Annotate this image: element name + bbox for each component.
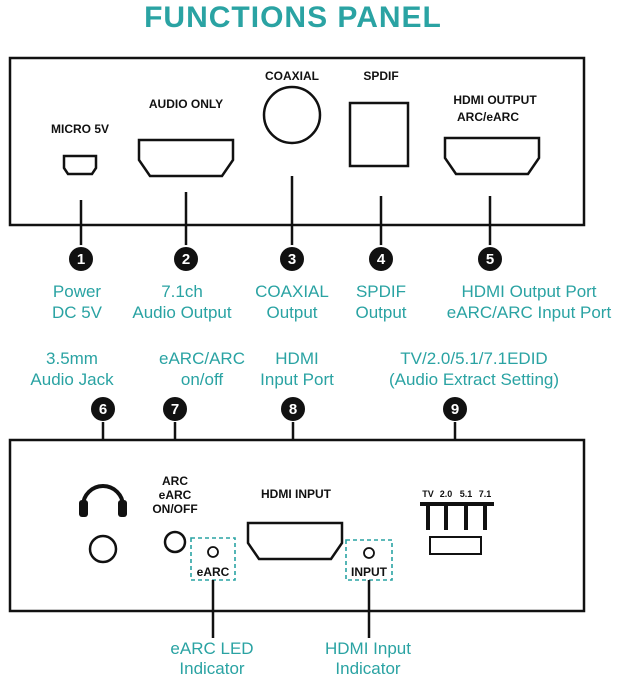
- audio-jack-3-5mm: [88, 534, 118, 564]
- callout-4-line2: Output: [355, 303, 406, 322]
- callout-8-line1: HDMI: [275, 349, 318, 368]
- svg-text:4: 4: [377, 251, 386, 268]
- earc-led-indicator-line1: eARC LED: [170, 639, 253, 658]
- coaxial-jack: [262, 85, 322, 145]
- svg-text:1: 1: [77, 251, 85, 268]
- svg-text:3: 3: [288, 251, 296, 268]
- hdmi-output-label: HDMI OUTPUT: [453, 93, 537, 107]
- callout-8-line2: Input Port: [260, 370, 334, 389]
- earc-led-indicator-line2: Indicator: [179, 659, 245, 677]
- callout-2-line2: Audio Output: [132, 303, 232, 322]
- callout-9-line1: TV/2.0/5.1/7.1EDID: [400, 349, 547, 368]
- coaxial-label: COAXIAL: [265, 69, 319, 83]
- callout-3-line1: COAXIAL: [255, 282, 329, 301]
- callout-9-line2: (Audio Extract Setting): [389, 370, 559, 389]
- hdmi-input-indicator-line2: Indicator: [335, 659, 401, 677]
- audio-only-label: AUDIO ONLY: [149, 97, 223, 111]
- callout-badge-6: 6: [89, 395, 117, 423]
- hdmi-audio-only-port: [137, 138, 235, 178]
- edid-dip-switch: [420, 502, 494, 555]
- arc-switch-label-earc: eARC: [159, 488, 192, 502]
- callout-7-line1: eARC/ARC: [159, 349, 245, 368]
- hdmi-output-port: [443, 136, 541, 176]
- callout-1-line2: DC 5V: [52, 303, 103, 322]
- hdmi-input-label: HDMI INPUT: [261, 487, 332, 501]
- svg-text:5: 5: [486, 251, 494, 268]
- earc-arc-switch-button: [163, 530, 187, 554]
- callout-badge-8: 8: [279, 395, 307, 423]
- svg-text:9: 9: [451, 401, 459, 418]
- svg-text:7: 7: [171, 401, 179, 418]
- callout-badge-3: 3: [278, 245, 306, 273]
- spdif-optical-port: [348, 101, 410, 168]
- input-led-label: INPUT: [351, 565, 388, 579]
- svg-text:8: 8: [289, 401, 297, 418]
- callout-7-line2: on/off: [181, 370, 224, 389]
- svg-text:2: 2: [182, 251, 190, 268]
- earc-led-label: eARC: [197, 565, 230, 579]
- callout-badge-4: 4: [367, 245, 395, 273]
- edid-label-2-0: 2.0: [440, 489, 453, 499]
- input-led: [363, 547, 375, 559]
- callout-badge-2: 2: [172, 245, 200, 273]
- callout-6-line2: Audio Jack: [30, 370, 114, 389]
- micro-5v-label: MICRO 5V: [51, 122, 109, 136]
- callout-badge-7: 7: [161, 395, 189, 423]
- callout-4-line1: SPDIF: [356, 282, 406, 301]
- edid-label-7-1: 7.1: [479, 489, 492, 499]
- callout-badge-1: 1: [67, 245, 95, 273]
- micro-usb-port: [62, 154, 98, 176]
- headphones-icon: [79, 484, 127, 517]
- hdmi-input-indicator-line1: HDMI Input: [325, 639, 411, 658]
- callout-badge-9: 9: [441, 395, 469, 423]
- arc-switch-label-arc: ARC: [162, 474, 188, 488]
- callout-5-line2: eARC/ARC Input Port: [447, 303, 612, 322]
- hdmi-input-port: [246, 521, 344, 561]
- page-title: FUNCTIONS PANEL: [144, 1, 442, 34]
- callout-5-line1: HDMI Output Port: [461, 282, 596, 301]
- svg-text:6: 6: [99, 401, 107, 418]
- earc-led: [207, 546, 219, 558]
- edid-label-5-1: 5.1: [460, 489, 473, 499]
- callout-1-line1: Power: [53, 282, 102, 301]
- edid-label-tv: TV: [422, 489, 434, 499]
- spdif-label: SPDIF: [363, 69, 398, 83]
- callout-6-line1: 3.5mm: [46, 349, 98, 368]
- arc-earc-label: ARC/eARC: [457, 110, 519, 124]
- callout-badge-5: 5: [476, 245, 504, 273]
- callout-2-line1: 7.1ch: [161, 282, 203, 301]
- arc-switch-label-onoff: ON/OFF: [152, 502, 197, 516]
- callout-3-line2: Output: [266, 303, 317, 322]
